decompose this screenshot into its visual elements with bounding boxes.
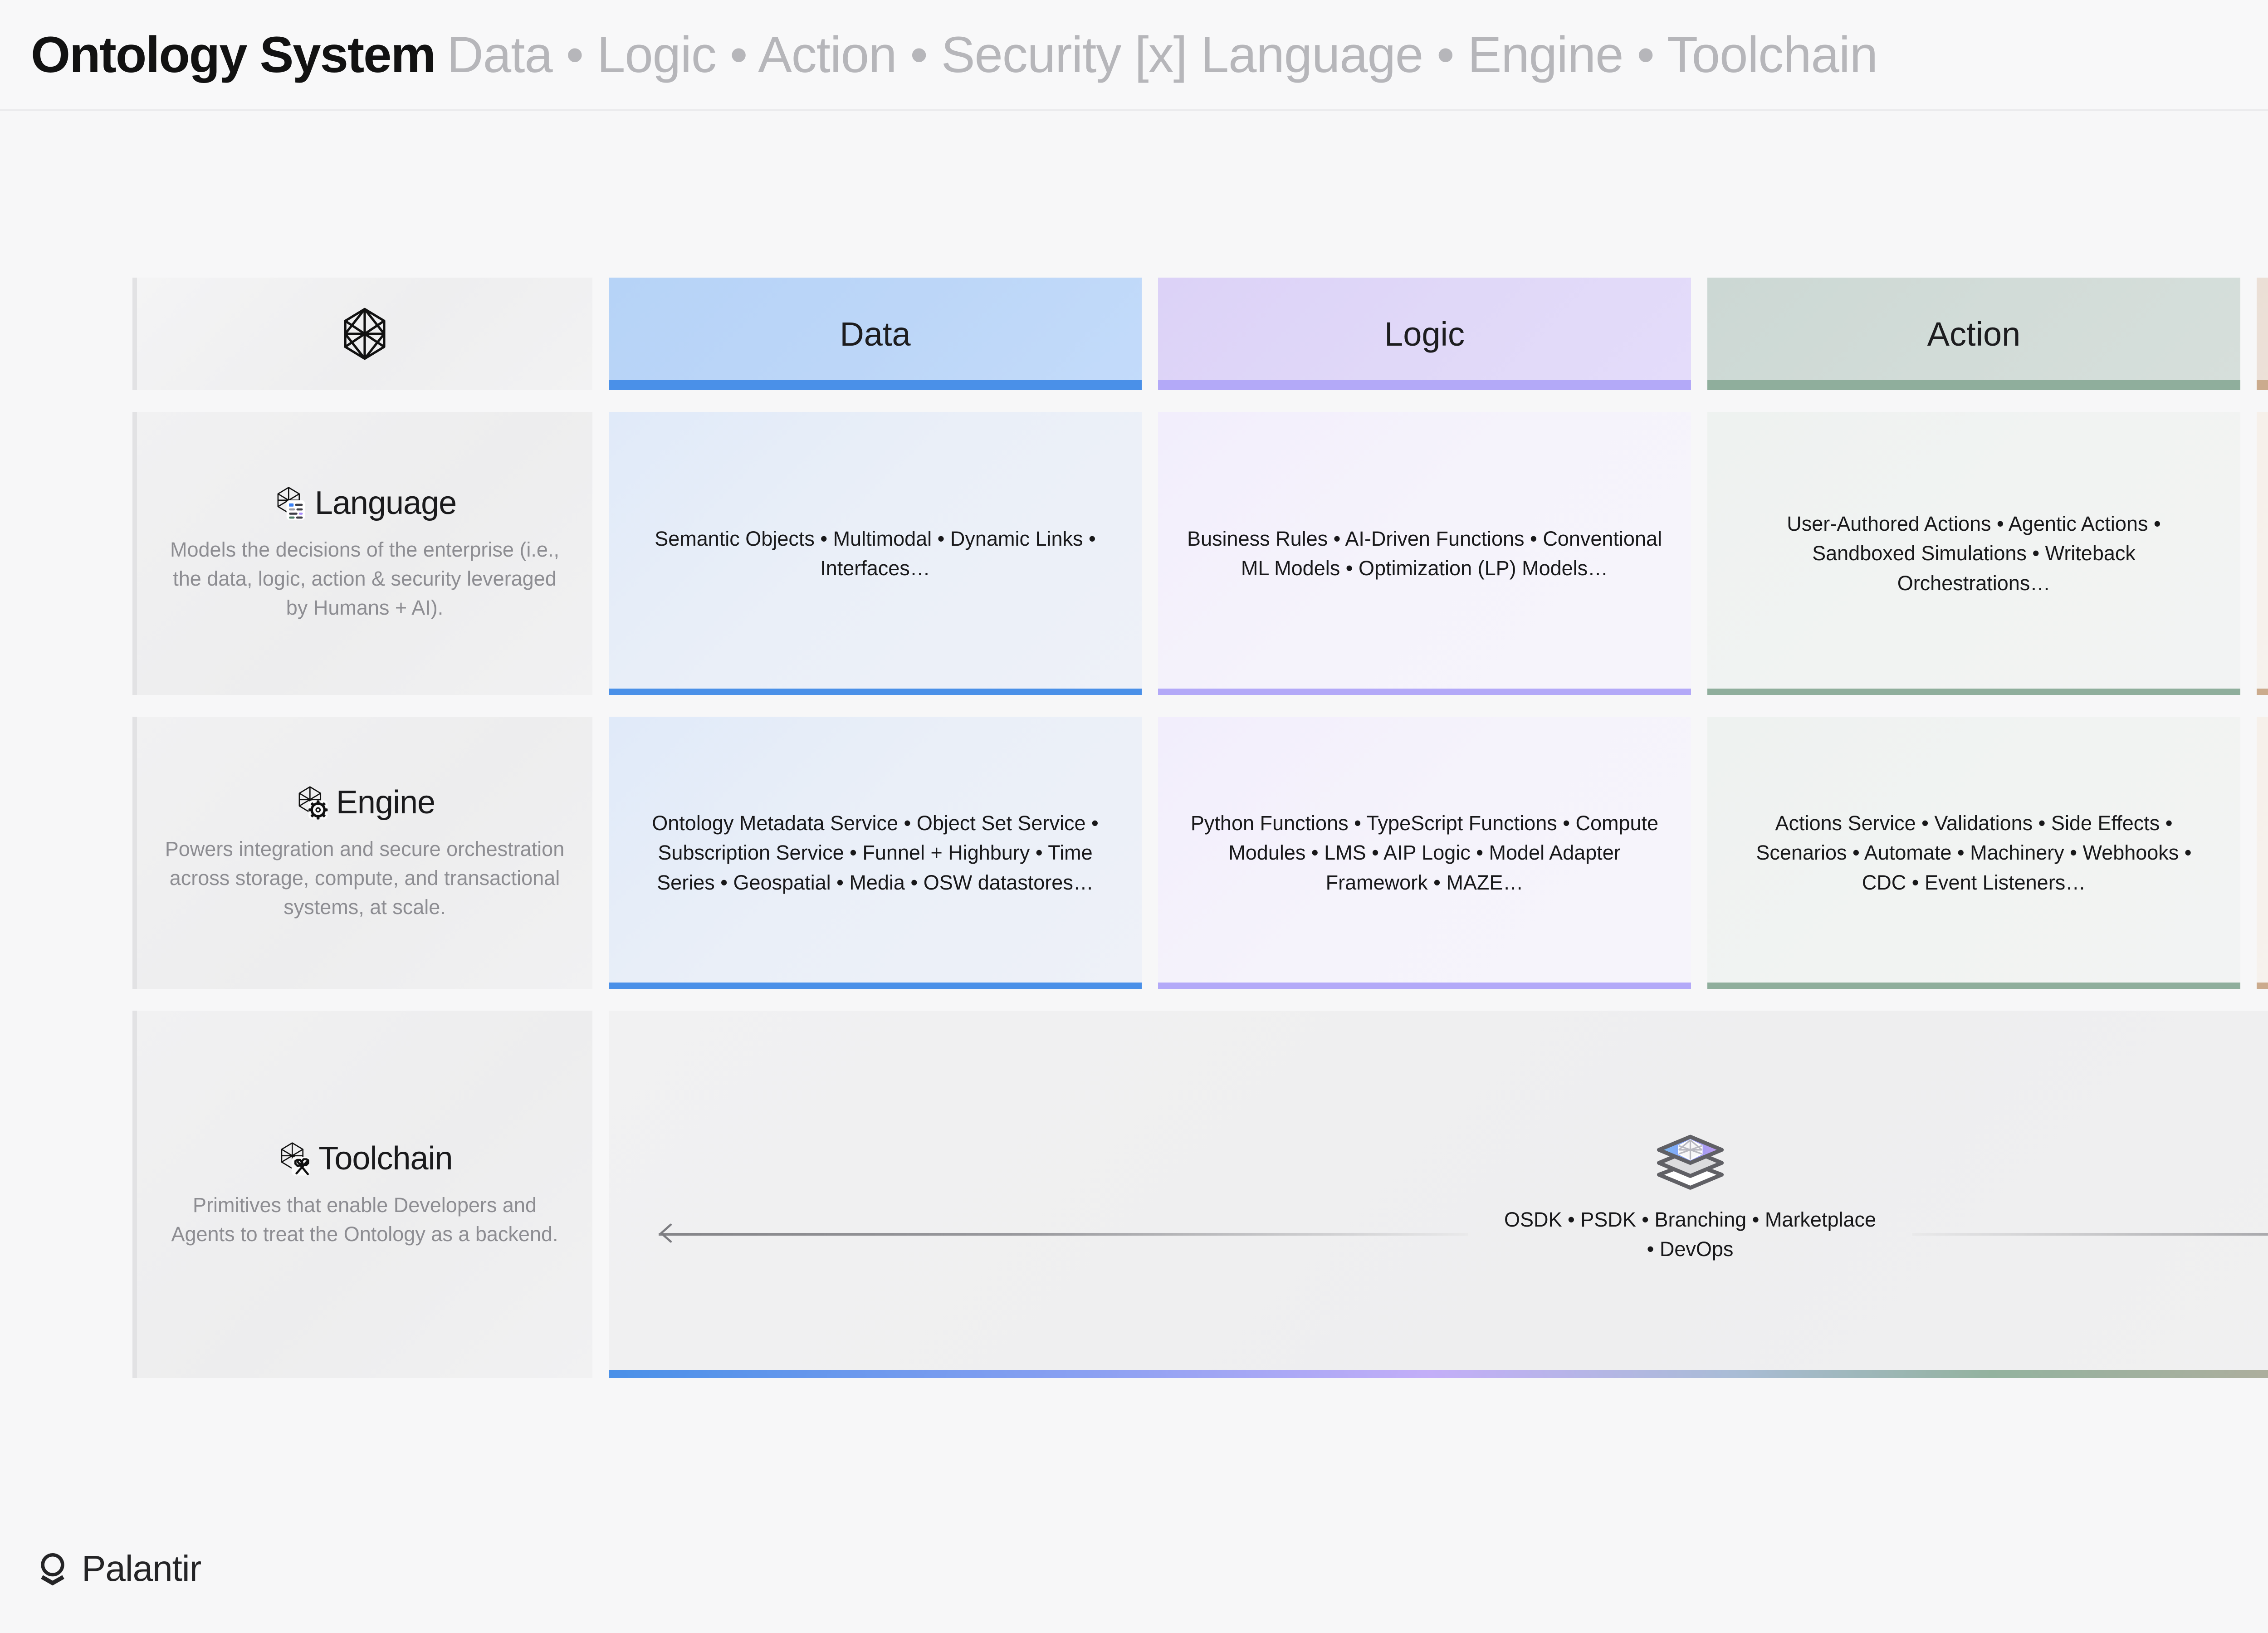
cell-accent-bar [1158, 689, 1691, 695]
toolchain-span-label: OSDK • PSDK • Branching • Marketplace • … [1504, 1208, 1877, 1261]
matrix-cell-language-logic[interactable]: Business Rules • AI-Driven Functions • C… [1158, 412, 1691, 695]
cell-accent-bar [1707, 983, 2240, 989]
cell-text: Actions Service • Validations • Side Eff… [1756, 812, 2192, 894]
matrix-cell-engine-security[interactable]: Roles • Markings • Granular Permission S… [2257, 717, 2268, 989]
grid-gap [2240, 717, 2257, 989]
arrow-left-head [656, 1221, 681, 1248]
grid-gap [1142, 278, 1158, 390]
palantir-wordmark: Palantir [82, 1548, 201, 1589]
row-spacer [132, 390, 2268, 412]
matrix-row-engine: Engine Powers integration and secure orc… [132, 717, 2268, 989]
column-header-action[interactable]: Action [1707, 278, 2240, 390]
column-header-logic[interactable]: Logic [1158, 278, 1691, 390]
cell-text: Semantic Objects • Multimodal • Dynamic … [655, 527, 1096, 580]
row-description: Powers integration and secure orchestrat… [165, 837, 565, 919]
cell-accent-bar [1158, 983, 1691, 989]
cell-accent-bar [2257, 689, 2268, 695]
matrix-corner-cell [132, 278, 592, 390]
grid-gap [1691, 412, 1707, 695]
matrix-cell-language-action[interactable]: User-Authored Actions • Agentic Actions … [1707, 412, 2240, 695]
row-spacer [132, 989, 2268, 1011]
grid-gap [2240, 278, 2257, 390]
polyhedron-gear-icon [294, 785, 330, 820]
row-description: Models the decisions of the enterprise (… [170, 538, 559, 619]
toolchain-span-row: OSDK • PSDK • Branching • Marketplace • … [609, 1205, 2268, 1264]
app-header: Ontology System Data • Logic • Action • … [0, 0, 2268, 111]
matrix-header-row: Data Logic Action Security [132, 278, 2268, 390]
row-title-line: Toolchain [277, 1140, 453, 1177]
row-spacer [132, 695, 2268, 717]
column-header-label: Action [1927, 315, 2021, 353]
row-description: Primitives that enable Developers and Ag… [171, 1193, 558, 1246]
cell-accent-bar [2257, 983, 2268, 989]
matrix-cell-engine-action[interactable]: Actions Service • Validations • Side Eff… [1707, 717, 2240, 989]
cell-text: Ontology Metadata Service • Object Set S… [652, 812, 1099, 894]
polyhedron-document-icon [273, 485, 308, 521]
column-accent-bar [609, 380, 1142, 390]
row-title-line: Engine [294, 784, 435, 821]
arrow-right-line [1912, 1233, 2268, 1236]
row-title-label: Toolchain [318, 1140, 453, 1177]
column-accent-bar [2257, 380, 2268, 390]
grid-gap [592, 278, 609, 390]
row-title-line: Language [273, 484, 457, 522]
column-accent-bar [1707, 380, 2240, 390]
matrix-cell-engine-data[interactable]: Ontology Metadata Service • Object Set S… [609, 717, 1142, 989]
polyhedron-wrench-icon [277, 1141, 312, 1176]
footer-branding: Palantir [34, 1548, 201, 1589]
grid-gap [592, 1011, 609, 1378]
grid-gap [592, 717, 609, 989]
toolchain-gradient-bar [609, 1370, 2268, 1378]
row-title-label: Engine [336, 784, 435, 821]
grid-gap [2240, 412, 2257, 695]
matrix-cell-language-security[interactable]: Role-based controls • Marking-based cont… [2257, 412, 2268, 695]
grid-gap [1691, 278, 1707, 390]
header-subtitle: Data • Logic • Action • Security [x] Lan… [447, 26, 1878, 83]
polyhedron-ontology-icon [335, 304, 394, 363]
grid-gap [1142, 717, 1158, 989]
brand-title: Ontology System [31, 26, 436, 83]
column-header-security[interactable]: Security [2257, 278, 2268, 390]
column-header-label: Data [840, 315, 911, 353]
capability-matrix: Data Logic Action Security [132, 278, 2268, 1378]
cell-text: Python Functions • TypeScript Functions … [1190, 812, 1659, 894]
column-header-data[interactable]: Data [609, 278, 1142, 390]
cell-text: Business Rules • AI-Driven Functions • C… [1187, 527, 1662, 580]
cell-text: User-Authored Actions • Agentic Actions … [1787, 512, 2161, 595]
arrow-left-line [659, 1233, 1468, 1236]
grid-gap [1691, 717, 1707, 989]
matrix-cell-toolchain-span[interactable]: OSDK • PSDK • Branching • Marketplace • … [609, 1011, 2268, 1378]
arrow-right-icon [1912, 1218, 2268, 1250]
row-label-engine[interactable]: Engine Powers integration and secure orc… [132, 717, 592, 989]
palantir-logo-icon [34, 1550, 72, 1588]
cell-accent-bar [1707, 689, 2240, 695]
grid-gap [592, 412, 609, 695]
cell-accent-bar [609, 983, 1142, 989]
grid-gap [1142, 412, 1158, 695]
row-label-toolchain[interactable]: Toolchain Primitives that enable Develop… [132, 1011, 592, 1378]
arrow-left-icon [659, 1218, 1468, 1250]
matrix-row-toolchain: Toolchain Primitives that enable Develop… [132, 1011, 2268, 1378]
layers-stack-icon [1651, 1125, 1730, 1193]
column-accent-bar [1158, 380, 1691, 390]
row-title-label: Language [314, 485, 457, 522]
column-header-label: Logic [1384, 315, 1465, 353]
cell-accent-bar [609, 689, 1142, 695]
matrix-row-language: Language Models the decisions of the ent… [132, 412, 2268, 695]
row-label-language[interactable]: Language Models the decisions of the ent… [132, 412, 592, 695]
matrix-cell-engine-logic[interactable]: Python Functions • TypeScript Functions … [1158, 717, 1691, 989]
matrix-cell-language-data[interactable]: Semantic Objects • Multimodal • Dynamic … [609, 412, 1142, 695]
